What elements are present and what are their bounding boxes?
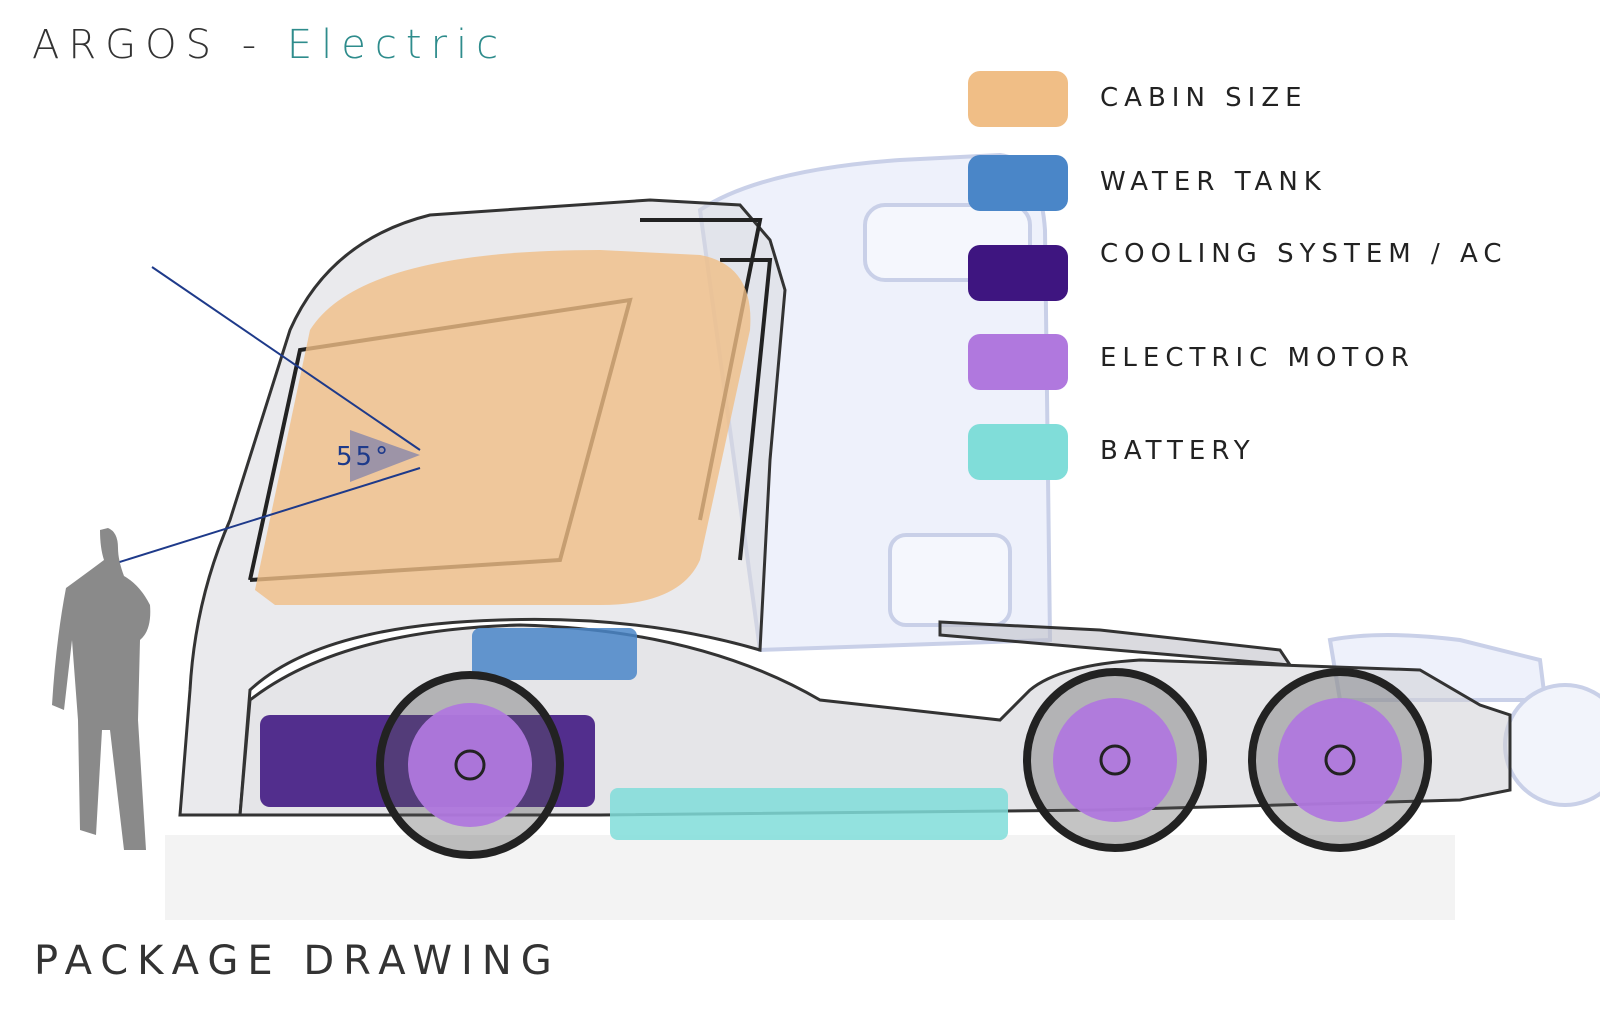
wheel-front [376,671,564,859]
legend-label-cabin-size: CABIN SIZE [1100,83,1308,113]
drawing-caption: PACKAGE DRAWING [34,938,561,984]
legend-swatch-water-tank [968,155,1068,211]
legend-swatch-battery [968,424,1068,480]
wheel-rear-2 [1248,668,1432,852]
legend-swatch-cabin-size [968,71,1068,127]
angle-wedge [350,430,420,482]
legend-label-water-tank: WATER TANK [1100,167,1327,197]
wheel-rear-1 [1023,668,1207,852]
title-main: ARGOS - [32,22,287,68]
sight-lines [109,266,421,566]
battery-region [610,788,1008,840]
legend-label-electric-motor: ELECTRIC MOTOR [1100,343,1415,373]
legend-swatch-electric-motor [968,334,1068,390]
legend-swatch-cooling-system [968,245,1068,301]
legend-label-cooling-system: COOLING SYSTEM / AC [1100,239,1508,269]
angle-label: 55° [336,442,391,472]
ground-shadow [165,835,1455,920]
electric-motor-front [408,703,532,827]
cabin-size-region [255,250,751,605]
electric-motor-rear-2 [1278,698,1402,822]
electric-motor-rear-1 [1053,698,1177,822]
title-accent: Electric [286,22,508,68]
human-silhouette [52,528,151,850]
legend-label-battery: BATTERY [1100,436,1256,466]
water-tank-region [472,628,637,680]
page-title: ARGOS - Electric [32,22,507,68]
background-truck-outline [697,152,1600,807]
